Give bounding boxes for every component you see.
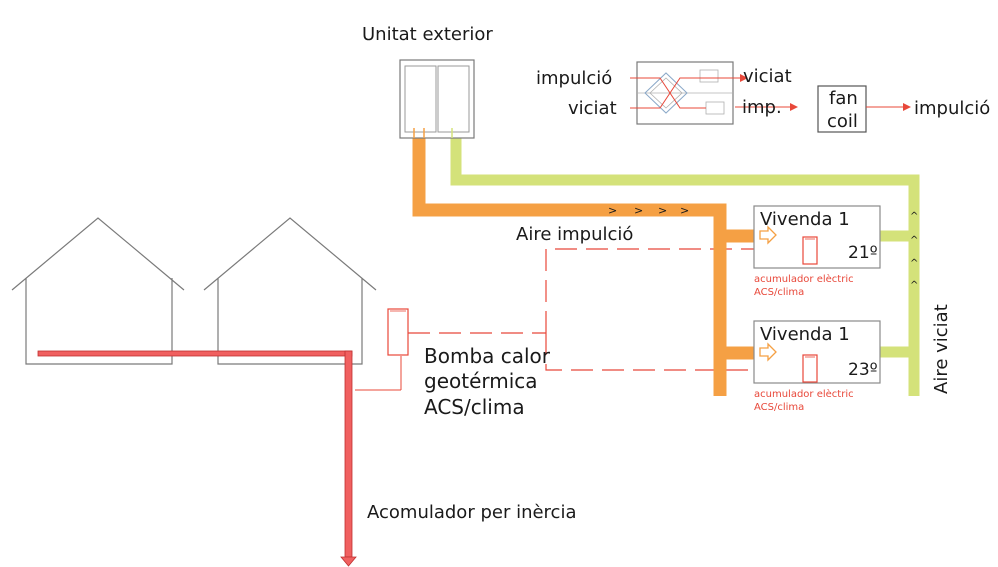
exhaust-air-label: Aire viciat bbox=[931, 304, 952, 394]
supply-duct bbox=[412, 138, 754, 396]
heat-pump-label-line2: geotérmica bbox=[424, 369, 538, 393]
inertia-tank-label: Acomulador per inèrcia bbox=[367, 502, 576, 523]
heat-pump-unit bbox=[355, 308, 409, 391]
fan-coil-supply-label: impulció bbox=[914, 98, 990, 119]
exhaust-flow-markers: ^ ^ ^ ^ bbox=[910, 211, 918, 291]
hrv-exhaust-out-label: viciat bbox=[743, 66, 792, 87]
outdoor-unit-label: Unitat exterior bbox=[362, 24, 493, 45]
heat-pump-label-line3: ACS/clima bbox=[424, 395, 525, 419]
flow-marker: ^ bbox=[910, 211, 918, 222]
flow-marker: > bbox=[658, 204, 667, 217]
outdoor-unit bbox=[399, 59, 475, 139]
dwelling-1-name: Vivenda 1 bbox=[760, 209, 850, 230]
geothermal-pipe bbox=[37, 350, 357, 567]
dwelling-unit-1 bbox=[753, 205, 881, 269]
dwelling-2-note-line1: acumulador elèctric bbox=[754, 388, 854, 400]
dwelling-1-note-line2: ACS/clima bbox=[754, 287, 804, 298]
fan-coil-unit bbox=[817, 85, 911, 133]
dwelling-2-temperature: 23º bbox=[848, 360, 878, 380]
supply-air-label: Aire impulció bbox=[516, 224, 633, 245]
hrv-supply-in-label: impulció bbox=[536, 68, 612, 89]
exhaust-duct bbox=[450, 138, 920, 396]
dwelling-2-name: Vivenda 1 bbox=[760, 324, 850, 345]
heat-recovery-unit bbox=[630, 61, 798, 125]
dwelling-1-note-line1: acumulador elèctric bbox=[754, 273, 854, 285]
fan-coil-label-line2: coil bbox=[827, 111, 858, 132]
flow-marker: ^ bbox=[910, 258, 918, 269]
flow-marker: ^ bbox=[910, 280, 918, 291]
hrv-exhaust-in-label: viciat bbox=[568, 98, 617, 119]
flow-marker: > bbox=[608, 204, 617, 217]
dwelling-1-temperature: 21º bbox=[848, 243, 878, 263]
dwelling-unit-2 bbox=[753, 320, 881, 384]
flow-marker: > bbox=[634, 204, 643, 217]
house-left bbox=[11, 217, 185, 365]
flow-marker: > bbox=[680, 204, 689, 217]
fan-coil-label-line1: fan bbox=[829, 88, 858, 109]
hrv-supply-out-label: imp. bbox=[742, 97, 782, 118]
flow-marker: ^ bbox=[910, 235, 918, 246]
dwelling-2-note-line2: ACS/clima bbox=[754, 402, 804, 413]
heat-pump-label-line1: Bomba calor bbox=[424, 344, 551, 368]
house-right bbox=[203, 217, 377, 365]
supply-flow-markers: > > > > bbox=[608, 204, 689, 217]
